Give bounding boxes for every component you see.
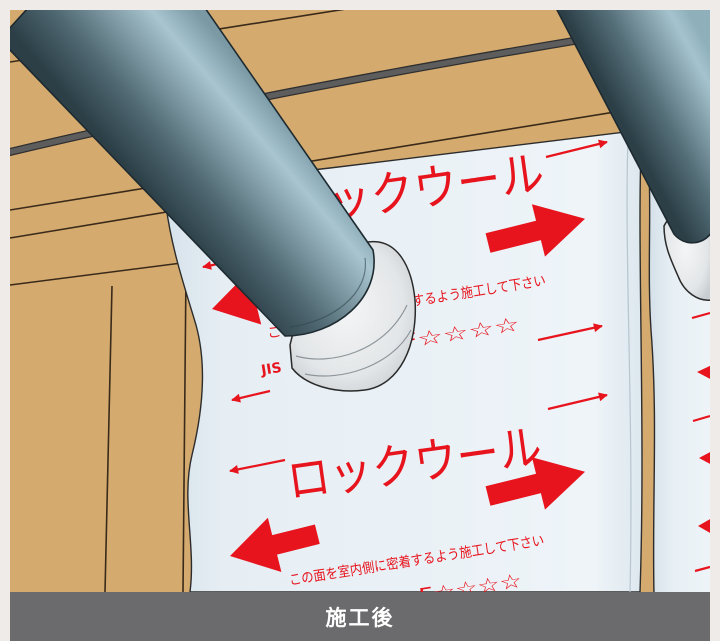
illustration-area: ックウール ロックウール するよう施工して下さい この面を室内側に密着するよう施… (10, 10, 710, 592)
beam-bottom-edge (10, 259, 206, 286)
right-panel-print (691, 311, 710, 573)
duct-pipe (556, 10, 710, 244)
jis-label: JIS (259, 360, 283, 379)
right-arrow-icon (485, 457, 586, 510)
thin-left-arrow-icon (231, 389, 271, 403)
pipe-left-penetration (10, 10, 417, 392)
pipe-rim-line (289, 257, 366, 328)
collar-fold-line (295, 304, 408, 360)
left-arrow-icon (230, 517, 320, 573)
ceiling-board-seam (10, 95, 710, 211)
duct-pipe (10, 10, 375, 337)
collar-fold-line (304, 329, 412, 377)
thin-left-arrow-icon (229, 458, 286, 474)
thin-right-arrow-icon (537, 323, 603, 342)
left-arrow-icon (699, 452, 710, 464)
print-dash (694, 565, 710, 573)
left-arrow-icon (698, 519, 710, 533)
print-dash (691, 311, 710, 320)
thin-right-arrow-icon (547, 392, 608, 411)
caption-bar: 施工後 (10, 592, 710, 641)
print-dash (692, 414, 710, 423)
left-arrow-icon (697, 365, 710, 379)
right-arrow-icon (485, 204, 586, 257)
pipe-right-penetration (556, 10, 710, 301)
stud-edge (104, 285, 113, 592)
stud-edge (182, 269, 187, 592)
ceiling-groove (10, 26, 644, 156)
thin-right-arrow-icon (545, 139, 608, 159)
caption-title: 施工後 (325, 605, 395, 630)
sheet-fold-line (626, 139, 632, 592)
